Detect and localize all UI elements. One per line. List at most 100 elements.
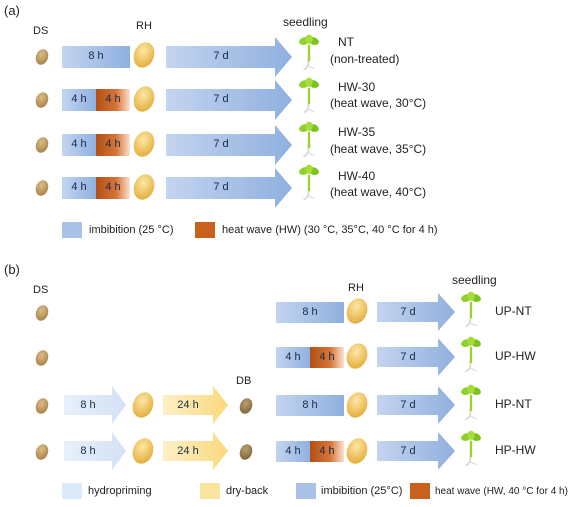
row-a-hw35 [35,120,320,165]
heatwave-duration: 4 h [105,138,121,150]
treatment-name: HW-40 [338,169,376,183]
seed-dry-icon [35,305,49,321]
heatwave-duration: 4 h [319,445,335,457]
legend-heatwave-label: heat wave (HW) (30 °C, 35°C, 40 °C for 4… [222,224,438,236]
heatwave-bar [310,441,344,462]
imbibition-duration: 8 h [88,50,104,62]
row-b-uphw [35,335,482,376]
diagram-canvas [35,33,482,499]
hydropriming-arrow [64,386,126,424]
treatment-name: HP-HW [495,443,536,457]
imbibition-duration: 4 h [71,93,87,105]
treatment-desc: (heat wave, 30°C) [330,96,427,110]
row-b-hpnt [35,383,482,424]
row-a-nt [35,33,320,77]
treatment-name: UP-NT [495,304,532,318]
heatwave-bar [96,177,130,199]
seed-hydrated-icon [346,298,368,324]
legend-hydropriming-swatch [62,483,82,499]
seedling-icon [298,120,320,158]
col-db-label: DB [236,375,252,387]
heatwave-duration: 4 h [319,351,335,363]
legend-imbibition-swatch [62,222,82,238]
treatment-desc: (heat wave, 35°C) [330,142,427,156]
dryback-duration: 24 h [177,399,199,411]
treatment-desc: (heat wave, 40°C) [330,185,427,199]
imbibition-duration: 4 h [71,138,87,150]
row-b-upnt [35,290,482,331]
imbibition-bar [276,441,310,462]
growth-duration: 7 d [400,445,416,457]
seed-hydrated-icon [133,42,155,68]
imbibition-duration: 8 h [302,306,318,318]
growth-arrow [377,432,455,470]
col-seedling-label: seedling [452,273,497,287]
treatment-name: HW-30 [338,80,376,94]
growth-arrow [166,125,292,165]
growth-arrow [377,293,455,331]
imbibition-bar [62,177,96,199]
legend-imbibition-label: imbibition (25 °C) [89,224,174,236]
growth-duration: 7 d [400,399,416,411]
seed-hydrated-icon [346,392,368,418]
seed-hydrated-icon [132,438,154,464]
seedling-icon [298,33,320,71]
growth-duration: 7 d [213,93,229,105]
imbibition-duration: 8 h [302,399,318,411]
growth-arrow [377,338,455,376]
seed-hydrated-icon [133,131,155,157]
growth-duration: 7 d [400,306,416,318]
panel-b-label: (b) [4,262,20,277]
dryback-arrow [163,432,228,470]
treatment-name: HP-NT [495,397,532,411]
hydropriming-duration: 8 h [80,445,96,457]
panel-b [35,290,482,499]
legend-imbibition-swatch [296,483,316,499]
growth-duration: 7 d [213,181,229,193]
heatwave-duration: 4 h [105,93,121,105]
legend-dryback-label: dry-back [226,485,269,497]
seedling-icon [298,163,320,201]
hydropriming-arrow [64,432,126,470]
row-a-hw30 [35,76,320,120]
seed-dryback-icon [239,398,253,414]
growth-duration: 7 d [213,50,229,62]
imbibition-duration: 4 h [71,181,87,193]
growth-duration: 7 d [213,138,229,150]
legend-dryback-swatch [200,483,220,499]
seed-hydrated-icon [132,392,154,418]
legend-heatwave-label: heat wave (HW, 40 °C for 4 h) [435,486,568,497]
legend-imbibition-label: imbibition (25°C) [321,485,403,497]
legend-hydropriming-label: hydropriming [88,485,152,497]
seedling-icon [460,429,482,467]
panel-a [35,33,320,238]
treatment-name: HW-35 [338,125,376,139]
seedling-icon [460,335,482,373]
col-rh-label: RH [348,282,364,294]
row-b-hphw [35,429,482,470]
col-rh-label: RH [136,20,152,32]
imbibition-bar [276,395,344,416]
dryback-arrow [163,386,228,424]
panel-a-label: (a) [4,3,20,18]
heatwave-bar [96,134,130,156]
treatment-name: UP-HW [495,349,536,363]
seed-hydrated-icon [133,86,155,112]
heatwave-duration: 4 h [105,181,121,193]
treatment-desc: (non-treated) [330,52,400,66]
growth-arrow [166,37,292,77]
growth-arrow [377,386,455,424]
seed-hydrated-icon [346,438,368,464]
col-ds-label: DS [33,25,49,37]
seed-hydrated-icon [133,174,155,200]
col-seedling-label: seedling [283,15,328,29]
seed-hydrated-icon [346,343,368,369]
seed-dry-icon [35,180,49,196]
col-ds-label: DS [33,284,49,296]
seed-dry-icon [35,444,49,460]
legend-heatwave-swatch [410,483,430,499]
seed-dry-icon [35,92,49,108]
imbibition-bar [62,89,96,111]
seed-dry-icon [35,137,49,153]
heatwave-bar [96,89,130,111]
